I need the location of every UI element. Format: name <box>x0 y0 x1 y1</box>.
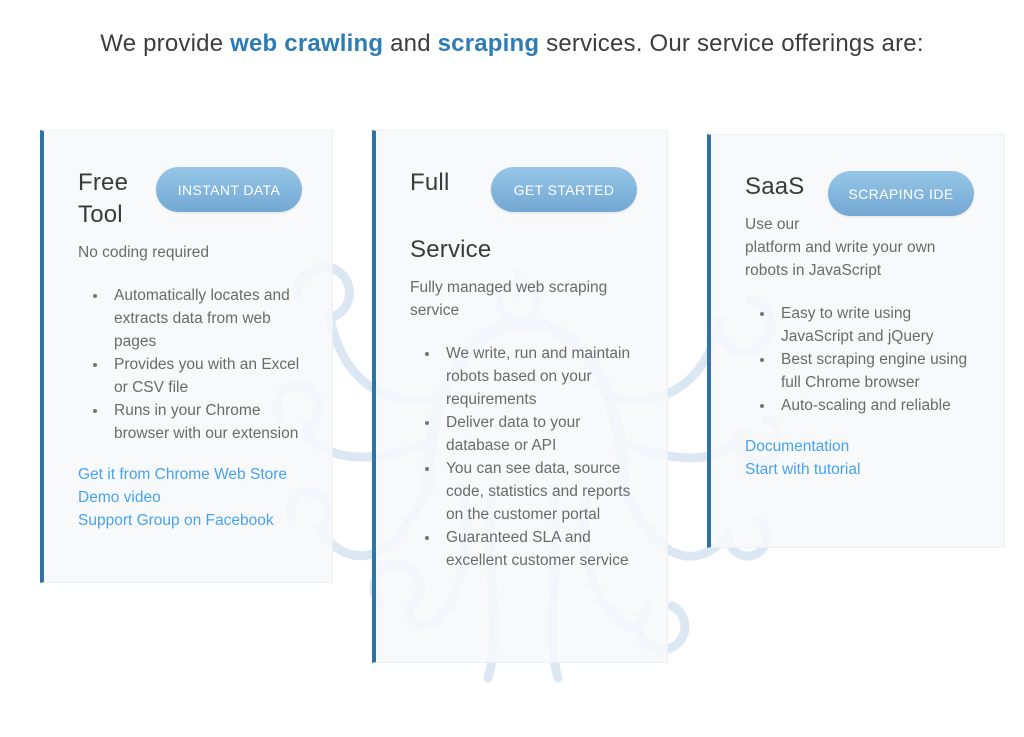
feature-item: Runs in your Chrome browser with our ext… <box>108 399 302 445</box>
feature-item: Automatically locates and extracts data … <box>108 284 302 353</box>
feature-item: Provides you with an Excel or CSV file <box>108 353 302 399</box>
full-service-feature-list: We write, run and maintain robots based … <box>410 342 637 572</box>
feature-item: Auto-scaling and reliable <box>775 394 974 417</box>
card-saas-title: SaaS <box>745 173 805 200</box>
free-tool-links: Get it from Chrome Web Store Demo video … <box>78 463 302 532</box>
link-demo-video[interactable]: Demo video <box>78 489 161 506</box>
instant-data-button[interactable]: INSTANT DATA <box>156 167 302 212</box>
card-full-service-subtitle: Fully managed web scraping service <box>410 279 608 319</box>
headline-highlight-web-crawling: web crawling <box>230 30 384 57</box>
saas-links: Documentation Start with tutorial <box>745 435 974 481</box>
headline-highlight-scraping: scraping <box>437 30 540 57</box>
headline-text-mid: and <box>383 30 438 57</box>
feature-item: We write, run and maintain robots based … <box>440 342 637 411</box>
card-saas: SCRAPING IDE SaaS Use our platform and w… <box>707 134 1005 548</box>
card-saas-subtitle: Use our platform and write your own robo… <box>745 216 936 279</box>
link-chrome-web-store[interactable]: Get it from Chrome Web Store <box>78 466 288 483</box>
free-tool-feature-list: Automatically locates and extracts data … <box>78 284 302 445</box>
feature-item: Deliver data to your database or API <box>440 411 637 457</box>
card-full-service: GET STARTED Full Service Fully managed w… <box>372 130 668 663</box>
page-title: We provide web crawling and scraping ser… <box>0 30 1024 58</box>
feature-item: Easy to write using JavaScript and jQuer… <box>775 302 974 348</box>
headline-text-pre: We provide <box>100 30 231 57</box>
link-start-with-tutorial[interactable]: Start with tutorial <box>745 461 861 478</box>
headline-text-post: services. Our service offerings are: <box>539 30 924 57</box>
scraping-ide-button[interactable]: SCRAPING IDE <box>828 171 974 216</box>
feature-item: Best scraping engine using full Chrome b… <box>775 348 974 394</box>
card-full-service-title: Full Service <box>410 169 492 263</box>
feature-item: Guaranteed SLA and excellent customer se… <box>440 526 637 572</box>
card-free-tool-subtitle: No coding required <box>78 244 209 261</box>
saas-feature-list: Easy to write using JavaScript and jQuer… <box>745 302 974 417</box>
link-facebook-support-group[interactable]: Support Group on Facebook <box>78 512 274 529</box>
link-documentation[interactable]: Documentation <box>745 438 850 455</box>
feature-item: You can see data, source code, statistic… <box>440 457 637 526</box>
card-free-tool: INSTANT DATA Free Tool No coding require… <box>40 130 333 583</box>
card-free-tool-title: Free Tool <box>78 169 129 228</box>
get-started-button[interactable]: GET STARTED <box>491 167 637 212</box>
